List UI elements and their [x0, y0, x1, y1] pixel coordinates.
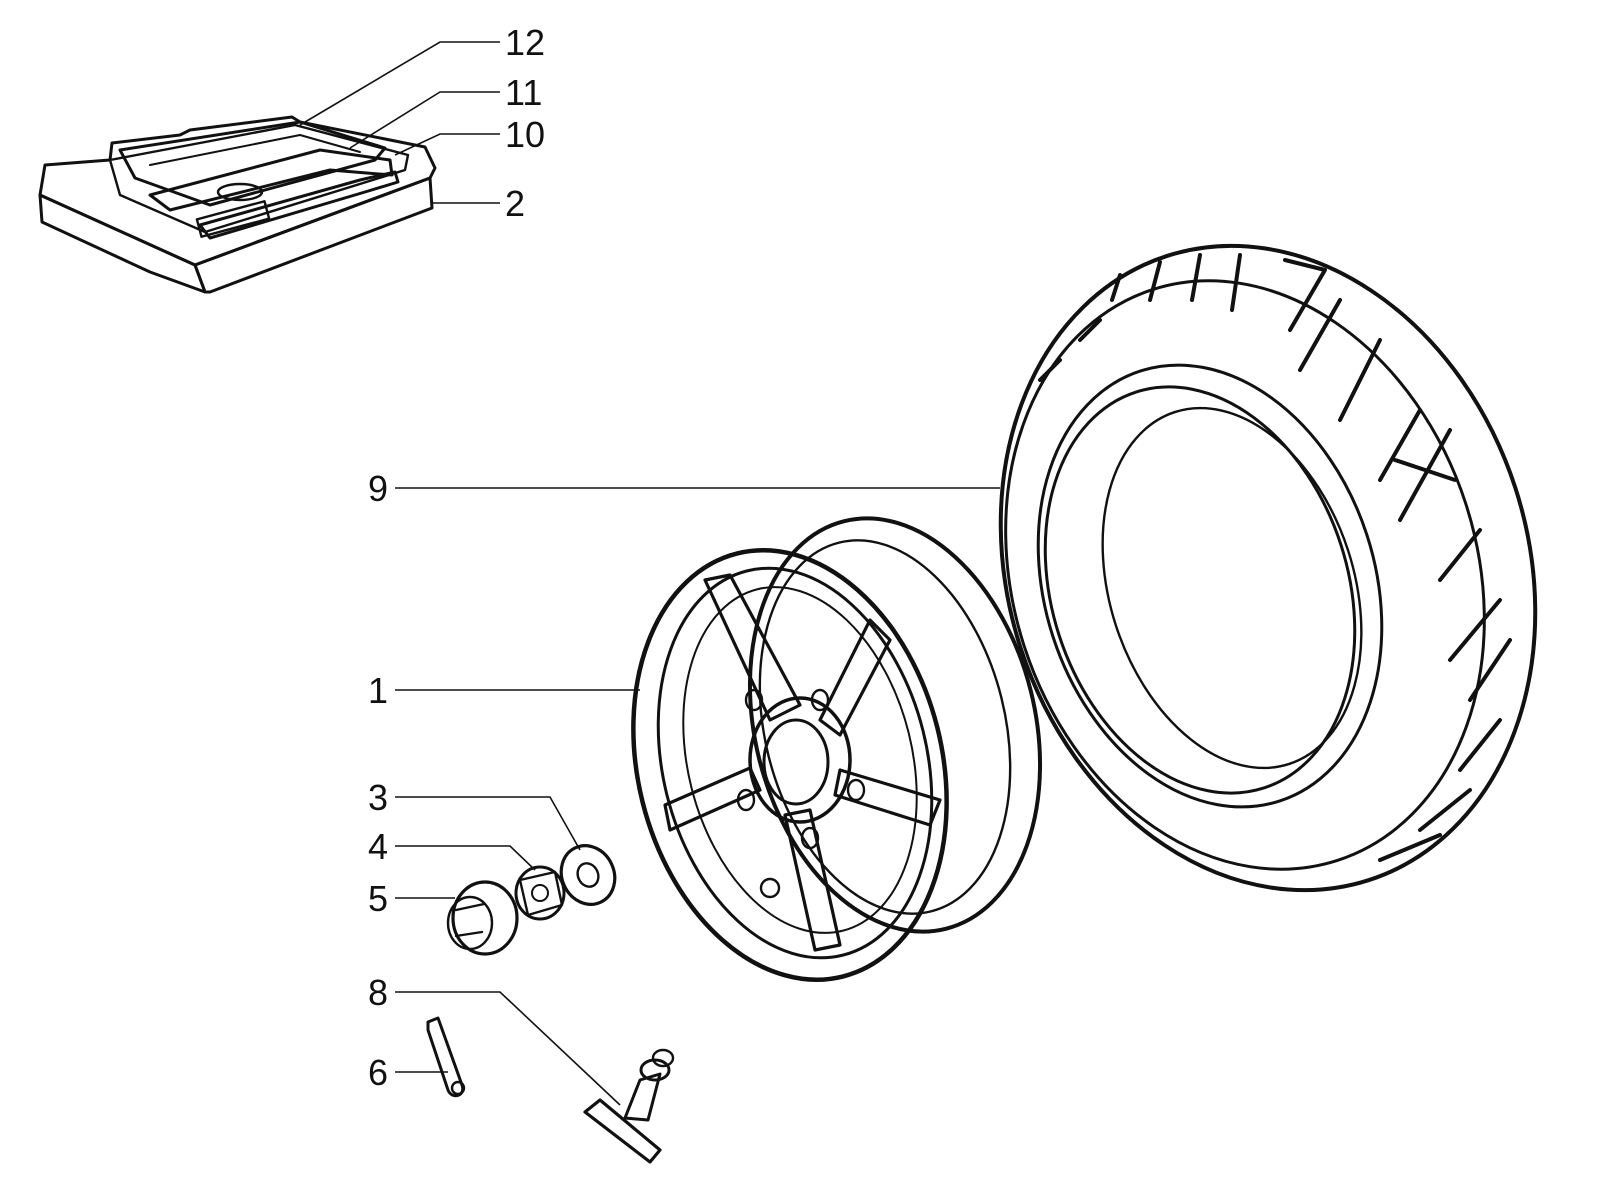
tool-wrench-12	[118, 120, 387, 207]
tool-wrench-11	[148, 148, 394, 212]
callout-1: 1	[368, 670, 388, 711]
callout-labels: 12 11 10 2 9 1 3 4 5 8 6	[368, 22, 545, 1093]
callout-6: 6	[368, 1052, 388, 1093]
callout-12: 12	[505, 22, 545, 63]
callout-3: 3	[368, 777, 388, 818]
leader-3	[395, 796, 581, 851]
callout-4: 4	[368, 826, 388, 867]
hub-cap-5	[446, 880, 519, 956]
callout-11: 11	[505, 72, 542, 113]
leader-10	[394, 133, 500, 156]
callout-2: 2	[505, 183, 525, 224]
leader-lines	[299, 41, 1000, 1106]
leader-11	[349, 91, 500, 149]
rim-spokes	[663, 573, 942, 952]
cotter-pin-6	[426, 1016, 466, 1098]
nut-4	[514, 865, 566, 921]
callout-9: 9	[368, 468, 388, 509]
callout-8: 8	[368, 972, 388, 1013]
leader-12	[299, 41, 500, 126]
leader-4	[395, 845, 536, 871]
tire-tread	[1038, 253, 1512, 862]
wheel-rim-1	[631, 516, 1043, 982]
callout-5: 5	[368, 878, 388, 919]
tire-9	[998, 243, 1538, 893]
callout-10: 10	[505, 114, 545, 155]
tire-valve-8	[583, 1048, 675, 1164]
tool-screwdriver-10	[195, 170, 400, 240]
rim-bolt-holes	[736, 688, 866, 850]
leader-8	[395, 991, 621, 1106]
tool-kit-tray	[38, 115, 437, 294]
